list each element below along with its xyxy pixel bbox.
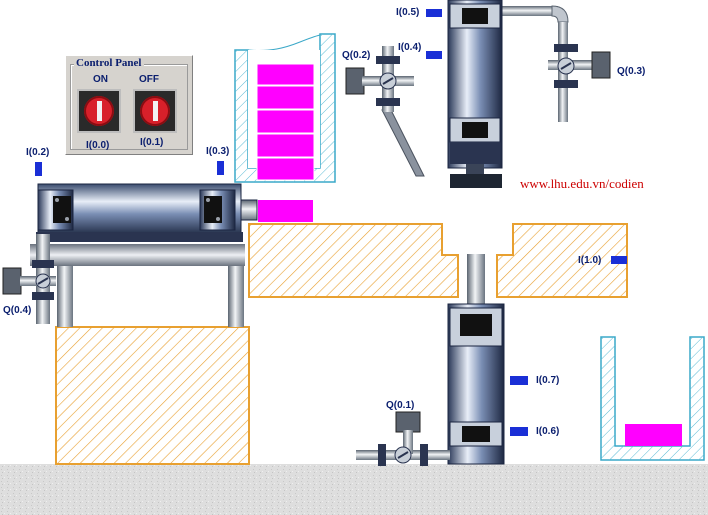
valve-label-q04: Q(0.4) xyxy=(3,305,32,316)
sensor-label-i06: I(0.6) xyxy=(536,426,560,437)
valve-q03 xyxy=(548,44,611,88)
workpiece-stack xyxy=(256,63,315,181)
lower-cylinder xyxy=(447,254,505,465)
sensor-label-i02: I(0.2) xyxy=(26,147,50,158)
on-button[interactable] xyxy=(77,89,121,133)
valve-q04 xyxy=(2,234,56,324)
on-button-knob xyxy=(84,96,114,126)
off-label: OFF xyxy=(139,74,159,85)
control-panel: Control Panel ON OFF I(0.0) I(0.1) xyxy=(65,55,193,155)
on-button-address: I(0.0) xyxy=(86,140,110,151)
off-button-address: I(0.1) xyxy=(140,137,164,148)
sensor-label-i03: I(0.3) xyxy=(206,146,230,157)
sensor-markers xyxy=(35,9,627,436)
sensor-label-i05: I(0.5) xyxy=(396,7,420,18)
website-url[interactable]: www.lhu.edu.vn/codien xyxy=(520,176,644,191)
off-button-knob xyxy=(140,96,170,126)
on-label: ON xyxy=(93,74,108,85)
floor xyxy=(0,464,708,515)
valve-q02 xyxy=(345,46,425,177)
valve-label-q03: Q(0.3) xyxy=(617,66,646,77)
upper-cylinder xyxy=(447,0,569,188)
valve-label-q01: Q(0.1) xyxy=(386,400,415,411)
sensor-label-i04: I(0.4) xyxy=(398,42,422,53)
valve-q01 xyxy=(356,411,450,466)
pusher-cylinder xyxy=(30,183,258,327)
valve-label-q02: Q(0.2) xyxy=(342,50,371,61)
workpiece-on-table xyxy=(258,200,313,222)
control-panel-title: Control Panel xyxy=(74,57,144,69)
sensor-label-i10: I(1.0) xyxy=(578,255,602,266)
sensor-label-i07: I(0.7) xyxy=(536,375,560,386)
off-button[interactable] xyxy=(133,89,177,133)
workpiece-in-bin xyxy=(625,424,682,446)
